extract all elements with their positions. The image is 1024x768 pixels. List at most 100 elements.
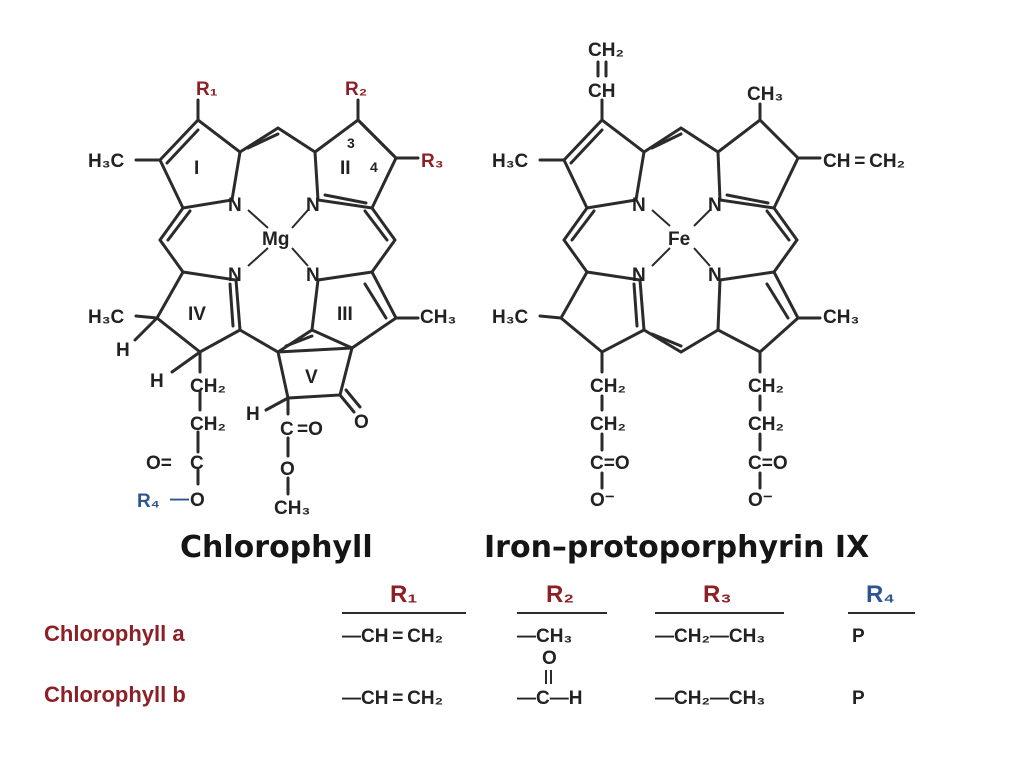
position-3-label: 3 (347, 135, 355, 151)
n-label-2: N (306, 195, 320, 216)
heme-n-fe-3 (651, 247, 671, 267)
carbonyl-bond-a (338, 393, 356, 414)
h-chain-label: H (150, 371, 164, 392)
table-cell-a-r1: —CH = CH₂ (342, 626, 443, 647)
h-chain-bond (170, 350, 202, 374)
ring-ii-3-4-bond (356, 118, 398, 160)
heme-right-chain-3: C=O (748, 453, 788, 474)
chlorophyll-title: Chlorophyll (180, 530, 373, 565)
ester-eq-o-label: =O (297, 419, 323, 440)
heme-n-label-2: N (708, 195, 722, 216)
heme-ring-ul-double (569, 128, 604, 165)
ring-ii-bonds (313, 118, 398, 210)
ring-i-double-bond (165, 128, 200, 165)
heme-ch3-lower-label: CH₃ (823, 307, 859, 328)
n-label-3: N (228, 265, 242, 286)
heme-bridge-top-double (650, 132, 683, 150)
bridge-right (370, 206, 397, 274)
table-row-name-b: Chlorophyll b (44, 682, 186, 707)
n-label-4: N (306, 265, 320, 286)
bridge-top (238, 126, 317, 154)
heme-bridge-right-double (765, 209, 791, 242)
ch3-right-label: CH₃ (420, 307, 456, 328)
r4-label: R₄ (137, 491, 160, 512)
mg-label: Mg (262, 229, 289, 250)
heme-h3c-upper-label: H₃C (492, 151, 529, 172)
ring-i-label: I (194, 158, 199, 179)
substituent-table: R₁ R₂ R₃ R₄ Chlorophyll a —CH = CH₂ —CH₃… (44, 581, 915, 709)
heme-right-chain-4: O⁻ (748, 490, 773, 511)
heme-n-fe-1 (651, 209, 671, 227)
heme-left-chain-4: O⁻ (590, 490, 615, 511)
heme-ch2-top-label: CH₂ (588, 40, 624, 61)
ester-c-label: C (280, 419, 294, 440)
bridge-left-double (166, 209, 192, 242)
heme-ring-lr-double (765, 282, 790, 320)
table-header-r1: R₁ (390, 581, 417, 608)
heme-ring-lower-right (716, 270, 800, 354)
acid-o-eq-label: O= (146, 453, 172, 474)
n-mg-bond-3 (247, 247, 269, 267)
ring-v-label: V (305, 367, 318, 388)
n-mg-bond-1 (247, 209, 269, 229)
heme-bridge-right (772, 206, 799, 274)
ring-i-bonds (158, 117, 242, 210)
table-cell-b-r4: P (852, 688, 865, 709)
heme-ring-ll-double (632, 282, 639, 328)
h3c-top-label: H₃C (88, 151, 125, 172)
heme-right-chain-1: CH₂ (748, 376, 784, 397)
heme-n-label-4: N (708, 265, 722, 286)
fe-label: Fe (668, 229, 690, 250)
ring-ii-double-bond (323, 193, 368, 205)
heme-structure: CH₂ CH CH₃ H₃C CH = CH₂ N N N N Fe H₃C C… (484, 40, 905, 565)
heme-ch-top-label: CH (588, 81, 615, 102)
bridge-left (158, 206, 185, 274)
heme-bridge-left-double (570, 209, 596, 242)
acid-o-label: O (190, 490, 205, 511)
n-label-1: N (228, 195, 242, 216)
table-header-r4: R₄ (866, 581, 895, 608)
ring-iv-label: IV (188, 304, 206, 325)
r1-label: R₁ (196, 79, 218, 100)
ring-iii-double-bond (363, 282, 388, 320)
h-left-label: H (116, 340, 130, 361)
ring-v-h-label: H (246, 404, 260, 425)
heme-ch3-top-label: CH₃ (747, 84, 783, 105)
ring-v-double-bond (284, 334, 314, 348)
ring-iv-bonds (155, 270, 242, 354)
n-mg-bond-4 (291, 247, 309, 267)
heme-title: Iron–protoporphyrin IX (484, 530, 869, 565)
heme-n-label-3: N (632, 265, 646, 286)
heme-left-chain-3: C=O (590, 453, 630, 474)
heme-right-chain-2: CH₂ (748, 414, 784, 435)
table-cell-b-r2: —C—H (517, 688, 582, 709)
ester-o-label: O (280, 459, 295, 480)
ch2-label-a: CH₂ (190, 376, 226, 397)
acid-c-label: C (190, 453, 204, 474)
h3c-left-label: H₃C (88, 307, 125, 328)
table-cell-a-r2: —CH₃ (517, 626, 572, 647)
heme-left-chain-1: CH₂ (590, 376, 626, 397)
heme-bridge-left (562, 206, 589, 274)
heme-left-chain-2: CH₂ (590, 414, 626, 435)
bridge-top-double (246, 132, 280, 150)
r2-label: R₂ (345, 79, 367, 100)
heme-n-fe-2 (693, 209, 711, 227)
r3-label: R₃ (421, 151, 444, 172)
table-cell-b-r3: —CH₂—CH₃ (655, 688, 765, 709)
ring-ii-label: II (340, 158, 351, 179)
ch2-label-b: CH₂ (190, 414, 226, 435)
heme-h3c-lower-label: H₃C (492, 307, 529, 328)
n-mg-bond-2 (291, 209, 309, 229)
position-4-label: 4 (370, 159, 378, 175)
ring-iii-bonds (310, 270, 398, 350)
ring-iii-label: III (337, 304, 353, 325)
ester-ch3-label: CH₃ (274, 498, 310, 519)
heme-n-fe-4 (693, 247, 711, 267)
h3c-bond-left (134, 314, 159, 320)
chlorophyll-structure: R₁ R₂ R₃ 3 4 H₃C H₃C H CH₃ I II III IV V… (88, 79, 456, 565)
h-bond-left (133, 316, 159, 342)
heme-ring-upper-right (716, 118, 800, 210)
r4-dash: — (170, 489, 189, 510)
